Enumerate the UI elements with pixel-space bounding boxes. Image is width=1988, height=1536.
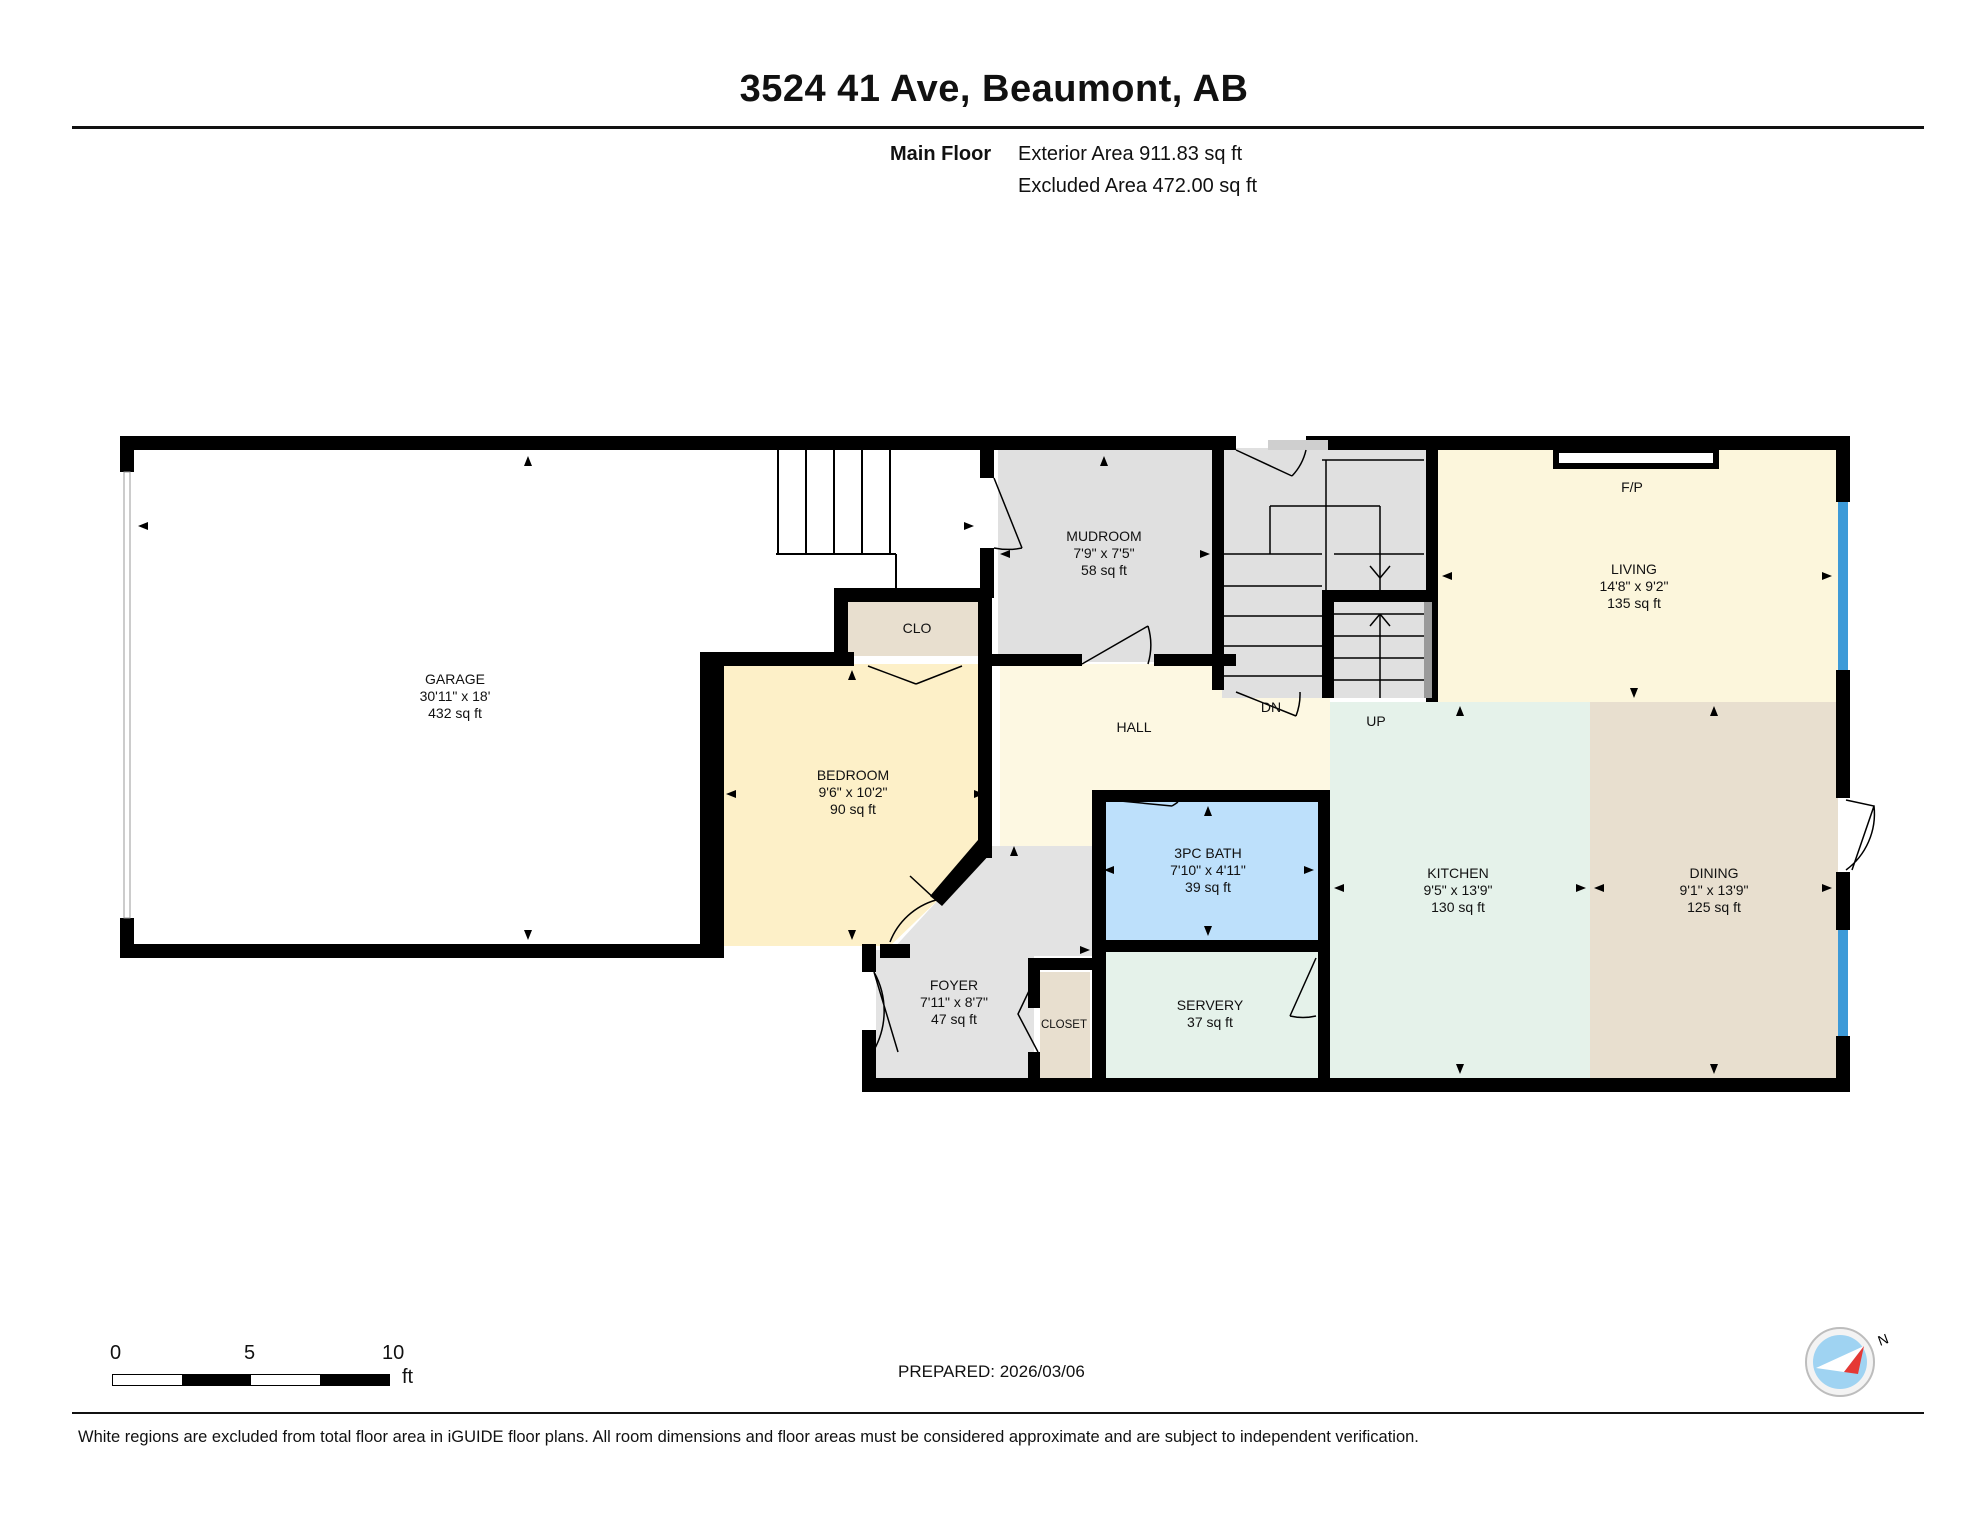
kitchen-fill <box>1330 702 1590 1080</box>
garage-area: 432 sq ft <box>428 705 482 721</box>
stairwell-stairs <box>1222 440 1432 698</box>
bedroom-fill <box>722 664 988 946</box>
mudroom-name: MUDROOM <box>1066 528 1141 544</box>
bedroom-name: BEDROOM <box>817 767 889 783</box>
address-title: 3524 41 Ave, Beaumont, AB <box>739 68 1249 110</box>
garage-stairs <box>776 450 897 588</box>
scale-tick-10: 10 <box>382 1342 405 1364</box>
stairs-up-label: UP <box>1366 713 1385 729</box>
floor-name: Main Floor <box>890 143 992 165</box>
garage-dims: 30'11" x 18' <box>420 688 491 704</box>
header-rule <box>72 126 1924 129</box>
doors <box>867 449 1876 1053</box>
closet-label: CLOSET <box>1041 1019 1087 1031</box>
mudroom-dims: 7'9" x 7'5" <box>1073 545 1134 561</box>
living-fill <box>1438 448 1838 702</box>
servery-fill <box>1100 950 1322 1080</box>
footer-disclaimer: White regions are excluded from total fl… <box>78 1428 1419 1446</box>
bath-fill <box>1100 798 1322 940</box>
hall-fill <box>1000 664 1330 846</box>
servery-area: 37 sq ft <box>1187 1014 1233 1030</box>
bedroom-area: 90 sq ft <box>830 801 876 817</box>
dining-area: 125 sq ft <box>1687 899 1741 915</box>
garage-name: GARAGE <box>425 671 485 687</box>
closet-fill <box>1040 972 1090 1080</box>
scale-tick-0: 0 <box>110 1342 122 1364</box>
prepared-date: PREPARED: 2026/03/06 <box>898 1362 1085 1381</box>
clo-label: CLO <box>903 620 932 636</box>
mudroom-area: 58 sq ft <box>1081 562 1127 578</box>
footer-rule <box>72 1412 1924 1414</box>
compass-icon: N <box>1802 1322 1892 1407</box>
servery-name: SERVERY <box>1177 997 1244 1013</box>
mudroom-fill <box>998 448 1214 662</box>
room-fills <box>722 448 1838 1080</box>
compass-letter: N <box>1876 1330 1891 1348</box>
living-dims: 14'8" x 9'2" <box>1600 578 1669 594</box>
bath-area: 39 sq ft <box>1185 879 1231 895</box>
exterior-area: Exterior Area 911.83 sq ft <box>1018 143 1243 165</box>
excluded-area: Excluded Area 472.00 sq ft <box>1018 175 1258 197</box>
scale-tick-5: 5 <box>244 1342 256 1364</box>
windows <box>123 447 1848 1036</box>
dining-fill <box>1590 702 1838 1080</box>
hall-label: HALL <box>1116 719 1151 735</box>
dimension-markers <box>138 456 1832 1074</box>
living-name: LIVING <box>1611 561 1657 577</box>
foyer-area: 47 sq ft <box>931 1011 977 1027</box>
clo-fill <box>848 600 986 656</box>
bath-name: 3PC BATH <box>1174 845 1241 861</box>
dining-name: DINING <box>1690 865 1739 881</box>
dining-dims: 9'1" x 13'9" <box>1680 882 1749 898</box>
living-area: 135 sq ft <box>1607 595 1661 611</box>
kitchen-name: KITCHEN <box>1427 865 1488 881</box>
foyer-dims: 7'11" x 8'7" <box>920 994 988 1010</box>
scale-unit: ft <box>402 1366 414 1388</box>
foyer-fill <box>876 846 1092 1080</box>
fireplace-label: F/P <box>1621 479 1643 495</box>
bath-dims: 7'10" x 4'11" <box>1170 862 1246 878</box>
foyer-name: FOYER <box>930 977 978 993</box>
walls <box>120 436 1850 1092</box>
kitchen-dims: 9'5" x 13'9" <box>1424 882 1493 898</box>
scale-bar-graphic <box>112 1374 390 1386</box>
stairs-down-label: DN <box>1261 699 1281 715</box>
room-labels: GARAGE 30'11" x 18' 432 sq ft MUDROOM 7'… <box>420 479 1749 1031</box>
bedroom-dims: 9'6" x 10'2" <box>819 784 888 800</box>
kitchen-area: 130 sq ft <box>1431 899 1485 915</box>
